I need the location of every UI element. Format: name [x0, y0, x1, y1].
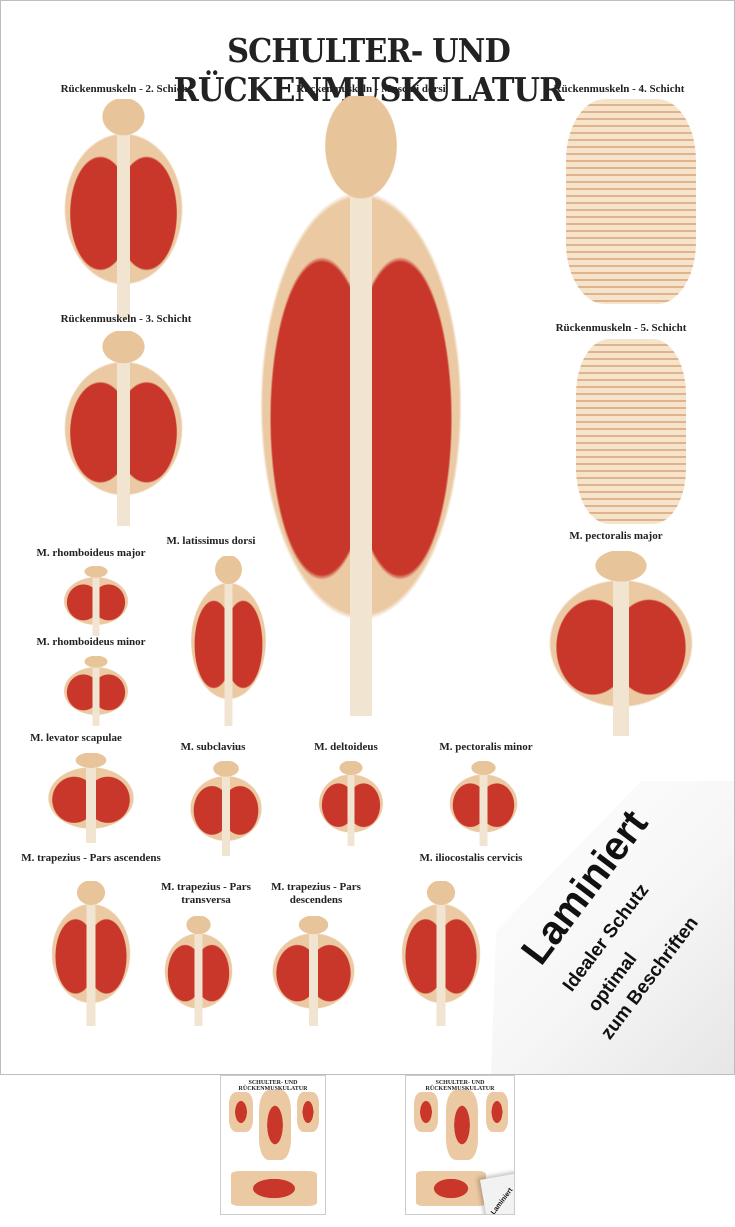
section-heading: M. levator scapulae — [30, 732, 122, 744]
thumbnail-figure — [229, 1092, 253, 1132]
section-heading: M. deltoideus — [314, 741, 378, 753]
figure-layer-5 — [576, 339, 686, 524]
figure-trapezius-transversa — [151, 916, 246, 1026]
thumbnail-title: SCHULTER- UND RÜCKENMUSKULATUR — [425, 1080, 495, 1092]
thumbnail-figure — [259, 1090, 291, 1160]
thumbnail-figure — [297, 1092, 319, 1132]
thumbnail-figure — [486, 1092, 508, 1132]
figure-trapezius-ascendens — [36, 881, 146, 1026]
thumbnail-standard[interactable]: SCHULTER- UND RÜCKENMUSKULATUR — [220, 1075, 326, 1215]
section-heading: M. iliocostalis cervicis — [419, 852, 523, 864]
figure-rhomboideus-major — [51, 566, 141, 636]
thumbnail-figure — [231, 1171, 317, 1206]
thumbnail-title: SCHULTER- UND RÜCKENMUSKULATUR — [238, 1080, 308, 1092]
section-heading: M. trapezius - Pars descendens — [271, 881, 361, 906]
figure-subclavius — [176, 761, 276, 856]
section-heading: M. rhomboideus minor — [36, 636, 146, 648]
figure-layer-3 — [41, 331, 206, 526]
anatomy-poster: SCHULTER- UND RÜCKENMUSKULATUR Rückenmus… — [0, 0, 735, 1075]
section-heading: M. pectoralis major — [569, 530, 663, 542]
section-heading: M. pectoralis minor — [439, 741, 533, 753]
figure-pectoralis-minor — [436, 761, 531, 846]
section-heading: M. subclavius — [180, 741, 246, 753]
section-heading: Rückenmuskeln - Musculi dorsi — [296, 83, 446, 95]
section-heading: Rückenmuskeln - 5. Schicht — [555, 322, 687, 334]
thumbnail-figure — [414, 1092, 438, 1132]
figure-layer-4 — [566, 99, 696, 304]
thumbnail-figure — [446, 1090, 478, 1160]
section-heading: M. trapezius - Pars ascendens — [21, 852, 161, 864]
section-heading: M. latissimus dorsi — [166, 535, 256, 547]
figure-latissimus-dorsi — [176, 556, 281, 726]
figure-rhomboideus-minor — [51, 656, 141, 726]
thumbnail-laminated[interactable]: SCHULTER- UND RÜCKENMUSKULATUR Laminiert — [405, 1075, 515, 1215]
poster-title: SCHULTER- UND RÜCKENMUSKULATUR — [173, 31, 565, 109]
figure-trapezius-descendens — [256, 916, 371, 1026]
figure-pectoralis-major — [521, 551, 721, 736]
thumbnail-figure — [416, 1171, 486, 1206]
section-heading: M. rhomboideus major — [36, 547, 146, 559]
section-heading: M. trapezius - Pars transversa — [161, 881, 251, 906]
section-heading: Rückenmuskeln - 4. Schicht — [553, 83, 685, 95]
figure-iliocostalis-cervicis — [386, 881, 496, 1026]
figure-deltoideus — [306, 761, 396, 846]
figure-levator-scapulae — [31, 753, 151, 843]
section-heading: Rückenmuskeln - 2. Schicht — [60, 83, 192, 95]
figure-layer-2 — [41, 99, 206, 319]
section-heading: Rückenmuskeln - 3. Schicht — [60, 313, 192, 325]
